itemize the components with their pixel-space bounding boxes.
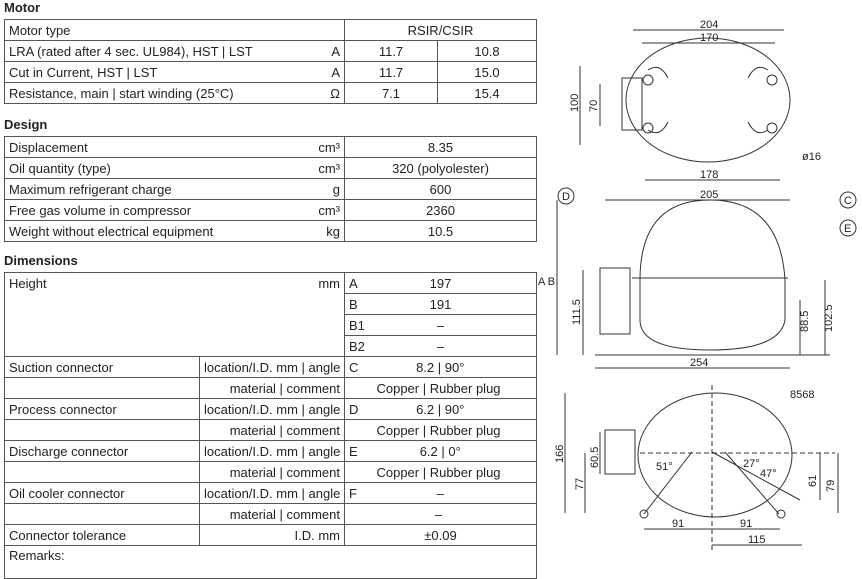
connector-material: Copper | Rubber plug	[343, 419, 538, 441]
lst-value: 15.0	[436, 61, 538, 83]
top-view-drawing: 204 170 100 70 178 ø16	[569, 19, 821, 181]
dim-label: 166	[554, 445, 566, 463]
motor-type-value: RSIR/CSIR	[343, 19, 538, 41]
angle-label: 27°	[743, 458, 760, 470]
table-row-label: Resistance, main | start winding (25°C)Ω	[4, 82, 345, 104]
dimensions-heading: Dimensions	[4, 253, 78, 268]
bottom-view-drawing: 8568 166 77 60.5 51° 27° 47° 61 79 91 91…	[554, 385, 839, 550]
dim-label: 77	[574, 478, 586, 490]
table-row-label: LRA (rated after 4 sec. UL984), HST | LS…	[4, 40, 345, 62]
tolerance-unit: I.D. mm	[199, 524, 345, 546]
angle-label: 51°	[656, 461, 673, 473]
connector-unit: location/I.D. mm | angle	[199, 356, 345, 378]
tolerance-label: Connector tolerance	[4, 524, 200, 546]
dim-label: 61	[807, 475, 819, 487]
design-value: 10.5	[344, 220, 537, 242]
dim-label: 111.5	[571, 299, 583, 325]
dim-label: 204	[700, 19, 718, 31]
dim-label: 60.5	[589, 447, 601, 468]
dim-label: 170	[700, 32, 718, 44]
dim-label: 254	[690, 357, 708, 369]
dim-label: 102.5	[823, 304, 835, 332]
connector-material-unit: material | comment	[199, 503, 345, 525]
dim-label: 79	[825, 480, 837, 492]
dim-label: 115	[748, 534, 766, 546]
connector-value: 6.2 | 90°	[366, 398, 538, 420]
connector-material-unit: material | comment	[199, 419, 345, 441]
motor-heading: Motor	[4, 0, 41, 15]
connector-label: Suction connector	[4, 356, 200, 378]
connector-material-unit: material | comment	[199, 377, 345, 399]
drawing-code: 8568	[790, 389, 814, 401]
dim-label: 178	[700, 169, 718, 181]
connector-d-marker: D	[562, 191, 570, 203]
dim-label: 91	[672, 518, 684, 530]
dim-label: 70	[588, 100, 600, 112]
table-row: material | comment–	[4, 503, 538, 525]
side-view-drawing: D C E 205 A B 111.5 88.5 102.5 254	[538, 187, 857, 369]
dim-label: A B	[538, 276, 555, 288]
dim-label: 205	[700, 189, 718, 201]
connector-e-marker: E	[844, 223, 851, 235]
connector-c-marker: C	[844, 195, 852, 207]
design-heading: Design	[4, 117, 48, 132]
start-value: 15.4	[436, 82, 538, 104]
connector-unit: location/I.D. mm | angle	[199, 482, 345, 504]
main-value: 7.1	[344, 82, 438, 104]
angle-label: 47°	[760, 468, 777, 480]
connector-label: Oil cooler connector	[4, 482, 200, 504]
connector-value: 8.2 | 90°	[366, 356, 538, 378]
dim-label: 91	[740, 518, 752, 530]
table-row-label: Oil quantity (type)cm³	[4, 157, 345, 179]
dim-label: 100	[569, 94, 581, 112]
dim-label: ø16	[802, 151, 821, 163]
dim-label: 88.5	[799, 311, 811, 332]
